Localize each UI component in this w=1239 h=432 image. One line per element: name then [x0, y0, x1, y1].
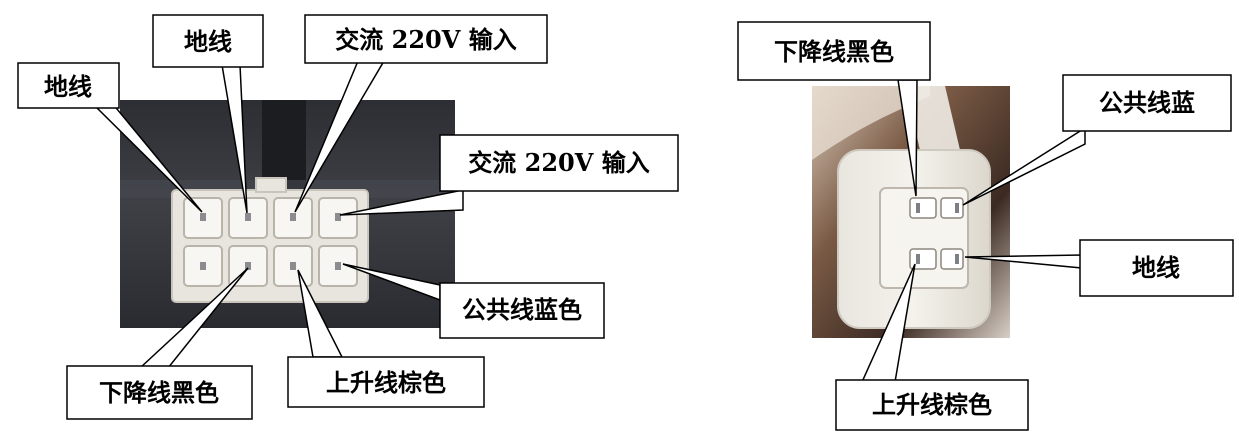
- four-pin-pointers: [860, 79, 1086, 383]
- label-ground-top: 地线: [184, 27, 232, 56]
- label-down-black: 下降线黑色: [99, 378, 219, 407]
- pointer-ac-input-right: [339, 189, 464, 216]
- callout-down-black-right: 下降线黑色: [737, 21, 931, 81]
- label-ac-input-top: 交流 220V 输入: [335, 25, 516, 54]
- callout-up-brown: 上升线棕色: [287, 356, 485, 408]
- label-up-brown: 上升线棕色: [326, 368, 446, 397]
- plug-pins: [916, 203, 959, 264]
- callout-ground-upper-left: 地线: [17, 62, 120, 109]
- eight-pin-socket: [171, 177, 369, 303]
- label-ground-upper-left: 地线: [44, 72, 92, 101]
- label-ac-input-right: 交流 220V 输入: [468, 148, 649, 177]
- pointer-common-blue-right: [962, 126, 1086, 206]
- label-ground-right: 地线: [1132, 253, 1180, 282]
- label-common-blue-right: 公共线蓝: [1099, 88, 1195, 117]
- callout-ac-input-right: 交流 220V 输入: [439, 134, 679, 192]
- wire-strip: [905, 86, 960, 150]
- callout-ground-right: 地线: [1079, 239, 1234, 297]
- housing-slot: [262, 100, 306, 190]
- callout-common-blue: 公共线蓝色: [439, 282, 605, 339]
- wire-shadow: [812, 86, 930, 160]
- callout-up-brown-right: 上升线棕色: [835, 379, 1029, 431]
- callout-common-blue-right: 公共线蓝: [1062, 74, 1232, 132]
- eight-pin-connector-photo: [120, 100, 455, 328]
- label-up-brown-right: 上升线棕色: [872, 390, 992, 419]
- label-down-black-right: 下降线黑色: [774, 37, 894, 66]
- four-pin-connector-photo: [812, 86, 1010, 338]
- socket-pins: [200, 213, 341, 270]
- callout-down-black: 下降线黑色: [66, 365, 253, 420]
- callout-ground-top: 地线: [152, 14, 264, 68]
- callout-ac-input-top: 交流 220V 输入: [304, 14, 548, 64]
- label-common-blue: 公共线蓝色: [462, 295, 582, 324]
